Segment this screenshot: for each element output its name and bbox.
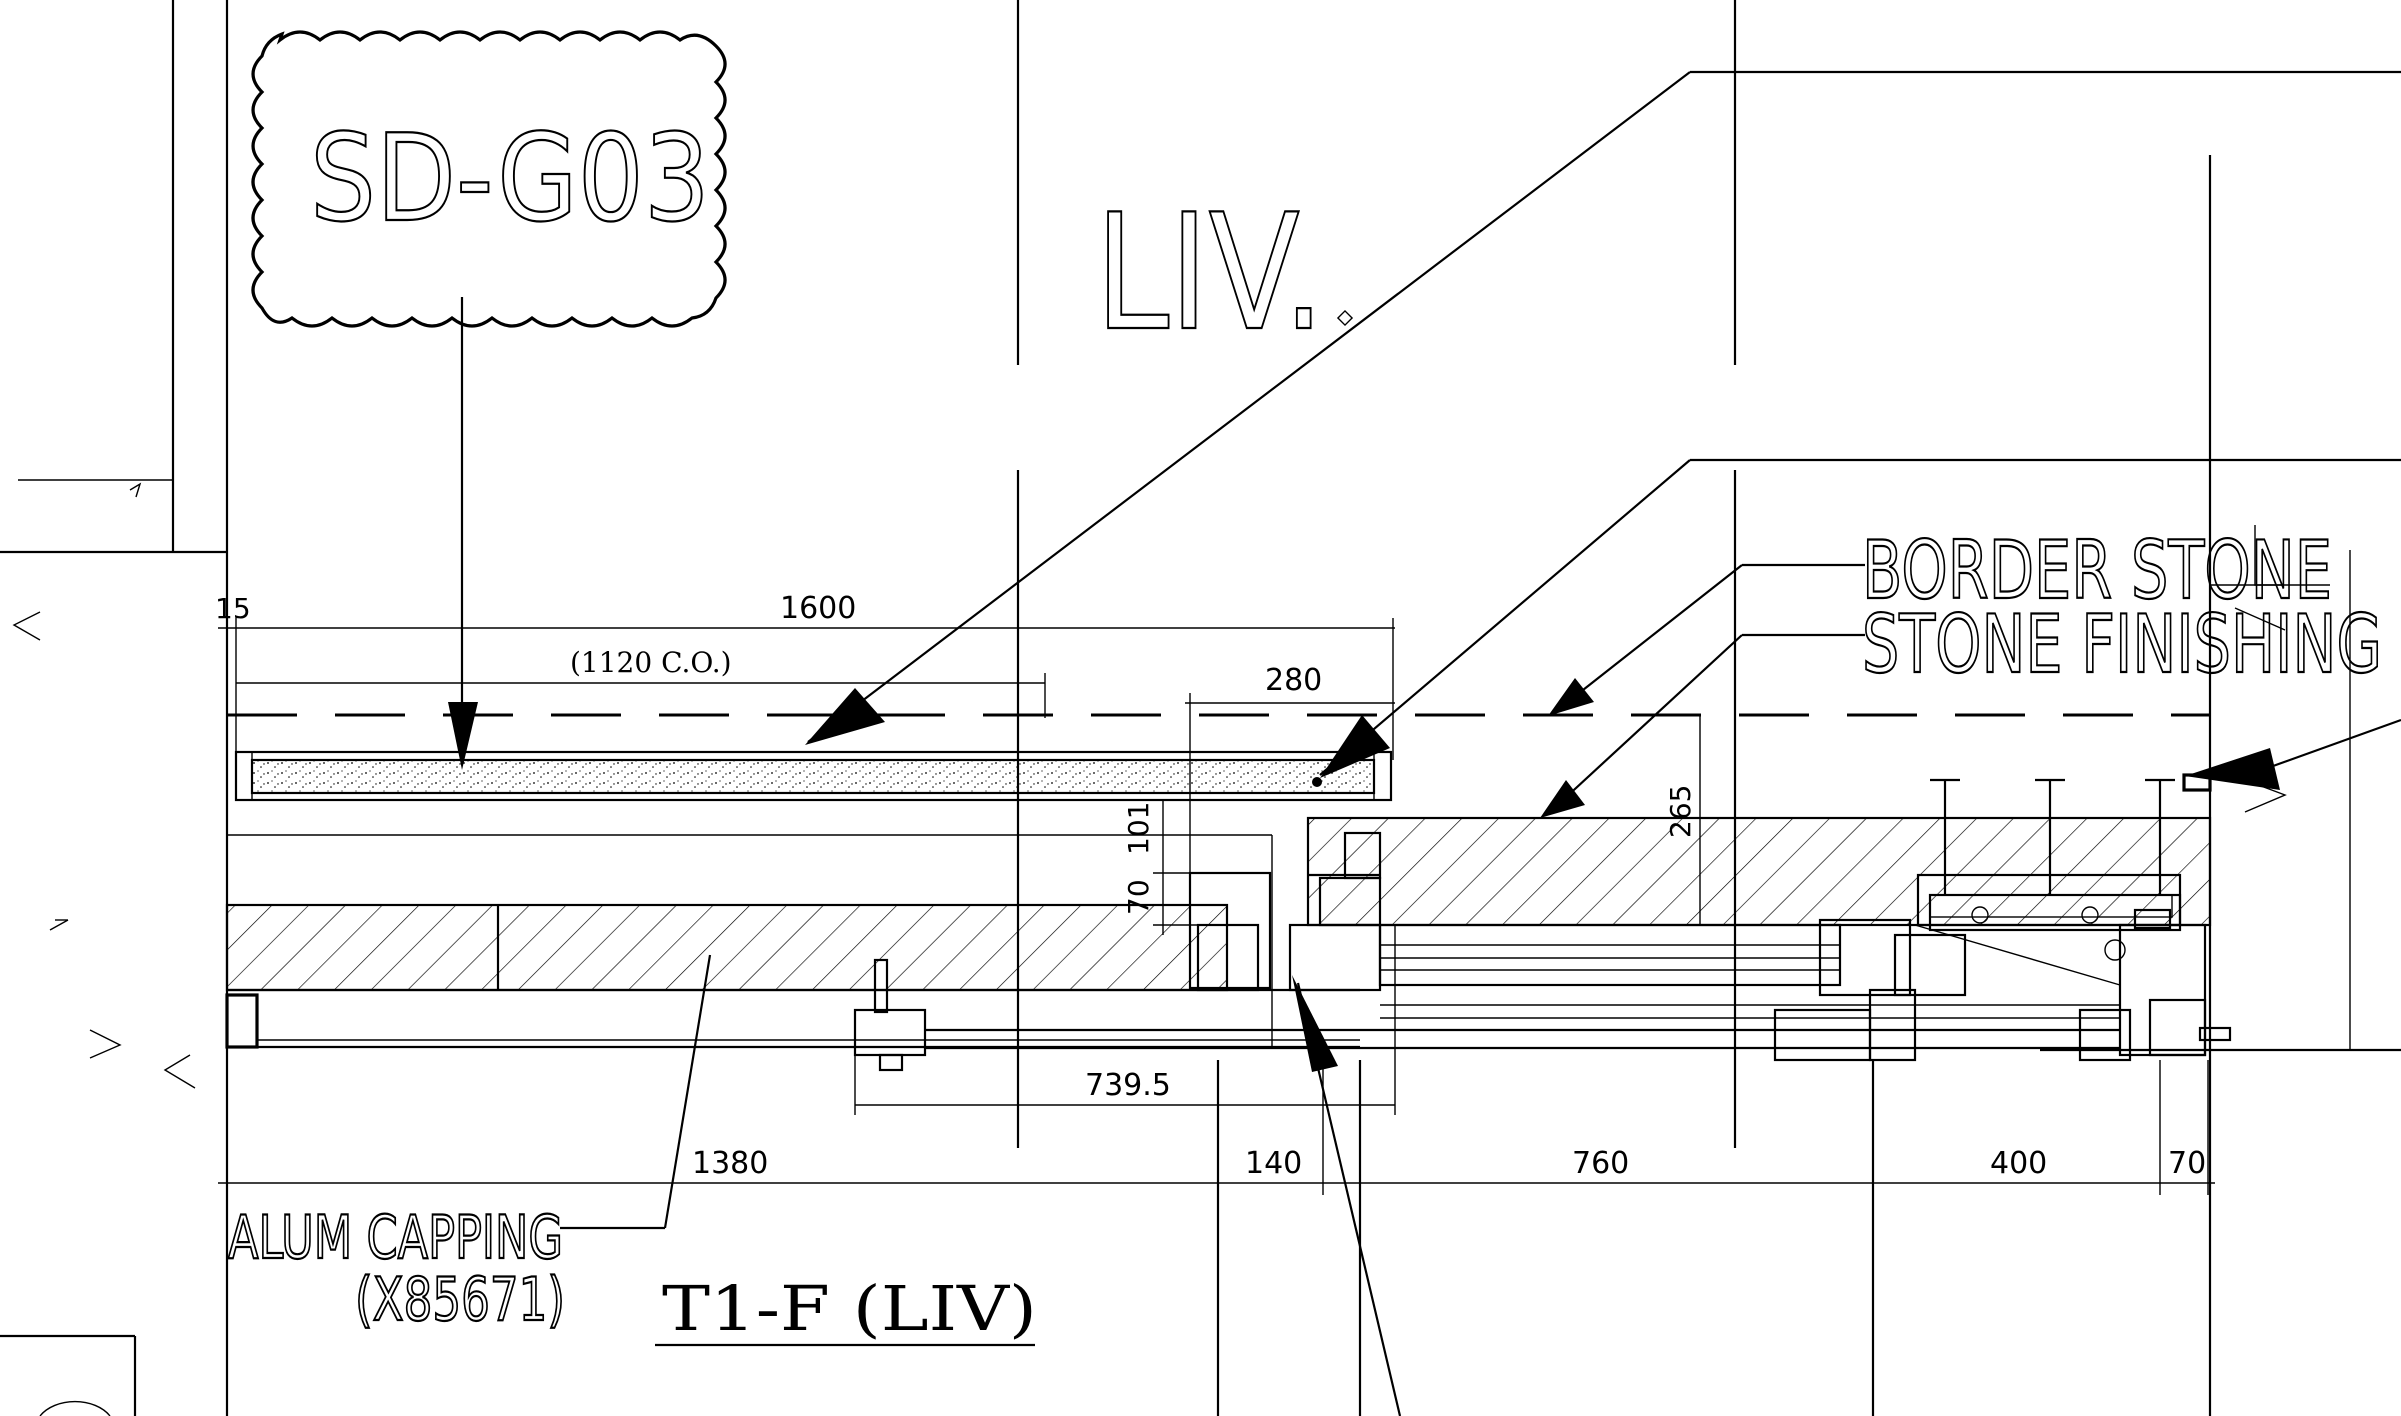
bottom-leader (1292, 975, 1402, 1416)
dimension-lines: 15 1600 (1120 C.O.) 280 101 70 265 739.5… (215, 591, 2215, 1195)
stone-sill-lower (225, 903, 1360, 1049)
drawing-title-text: T1-F (LIV) (662, 1272, 1037, 1345)
dim-101: 101 (1122, 802, 1155, 855)
dim-140: 140 (1245, 1146, 1302, 1181)
glass-leader-dot (1312, 777, 1322, 787)
stone-finishing-label: STONE FINISHING (1862, 598, 2382, 691)
dim-70-bottom: 70 (2168, 1146, 2206, 1181)
dim-739-5: 739.5 (1085, 1068, 1171, 1103)
dim-760: 760 (1572, 1146, 1629, 1181)
callout-stone-finishing: STONE FINISHING (1540, 597, 2383, 818)
field-markers (12, 309, 2287, 1416)
dim-400: 400 (1990, 1146, 2047, 1181)
dim-280: 280 (1265, 663, 1322, 698)
grid-lines (0, 0, 2212, 1416)
tag-leader-arrowhead (448, 702, 478, 770)
cloud-tag-text: SD-G03 (310, 110, 710, 249)
alum-capping-label: ALUM CAPPING (228, 1203, 563, 1273)
alum-capping-code: (X85671) (355, 1265, 565, 1335)
cloud-tag: SD-G03 (251, 30, 727, 770)
glass-panel (234, 750, 1393, 802)
callout-border-stone: BORDER STONE (1548, 523, 2333, 716)
stone-slab-upper (1306, 773, 2212, 927)
window-frames (853, 831, 2232, 1072)
dim-15: 15 (215, 592, 251, 625)
dim-265: 265 (1664, 785, 1697, 838)
dim-1120-co: (1120 C.O.) (570, 646, 732, 679)
room-label: LIV. (1095, 179, 1325, 366)
drawing-title: T1-F (LIV) (655, 1272, 1037, 1347)
dim-70-vertical: 70 (1122, 879, 1155, 915)
callout-alum-capping: ALUM CAPPING (X85671) (227, 954, 712, 1336)
dim-1380: 1380 (692, 1146, 768, 1181)
dim-1600: 1600 (780, 591, 856, 626)
